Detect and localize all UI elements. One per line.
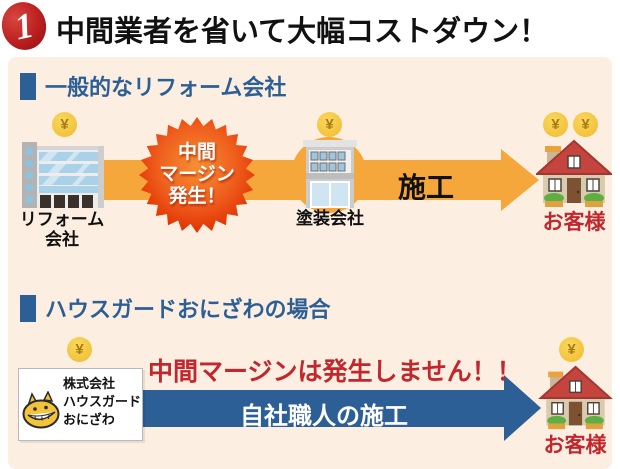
yen-coin-icon: ¥ xyxy=(559,337,584,362)
construction-arrow-label: 施工 xyxy=(398,172,455,203)
yen-symbol: ¥ xyxy=(581,116,590,133)
yen-symbol: ¥ xyxy=(551,116,560,133)
middle-margin-burst: 中間 マージン 発生！ xyxy=(139,117,255,233)
office-building-icon xyxy=(22,136,104,208)
customer-label: お客様 xyxy=(543,434,607,457)
reform-company-label-line2: 会社 xyxy=(45,230,79,249)
yen-symbol: ¥ xyxy=(325,116,334,133)
yen-symbol: ¥ xyxy=(60,116,69,133)
paint-company-building-icon xyxy=(303,140,357,208)
yen-coin-icon: ¥ xyxy=(317,112,342,137)
direct-construction-arrow-band xyxy=(143,390,505,427)
yen-coin-icon: ¥ xyxy=(543,112,568,137)
reform-company-label-line1: リフォーム xyxy=(19,210,105,229)
company-logo-text: 株式会社 ハウスガード おにざわ xyxy=(63,375,141,429)
oni-mascot-icon xyxy=(22,390,62,429)
house-icon xyxy=(538,365,613,431)
section2-heading-label: ハウスガードおにざわの場合 xyxy=(45,297,331,322)
step-number: 1 xyxy=(11,4,37,48)
company-logo-box: 株式会社 ハウスガード おにざわ xyxy=(18,368,143,441)
reform-company-label: リフォーム 会社 xyxy=(10,210,114,250)
yen-coin-icon: ¥ xyxy=(52,112,77,137)
house-icon xyxy=(534,139,614,209)
heading-bullet-icon xyxy=(20,294,36,322)
page-title: 中間業者を省いて大幅コストダウン！ xyxy=(56,16,549,48)
paint-company-label: 塗装会社 xyxy=(296,209,364,228)
burst-line2: マージン xyxy=(159,164,235,185)
heading-bullet-icon xyxy=(20,72,36,100)
yen-symbol: ¥ xyxy=(567,341,576,358)
construction-arrow-head xyxy=(501,149,539,211)
logo-line1: 株式会社 xyxy=(63,376,116,391)
yen-coin-icon: ¥ xyxy=(573,112,598,137)
direct-construction-arrow-label: 自社職人の施工 xyxy=(240,403,408,430)
step-number-badge: 1 xyxy=(0,0,52,55)
burst-line1: 中間 xyxy=(177,142,216,163)
logo-line2: ハウスガード xyxy=(63,394,142,409)
customer-label: お客様 xyxy=(542,211,606,234)
direct-construction-arrow-head xyxy=(504,375,541,441)
yen-coin-icon: ¥ xyxy=(67,337,92,362)
logo-line3: おにざわ xyxy=(63,412,115,427)
section2-heading: ハウスガードおにざわの場合 xyxy=(20,292,331,324)
burst-line3: 発生！ xyxy=(168,186,226,207)
section1-heading: 一般的なリフォーム会社 xyxy=(20,70,286,102)
no-margin-highlight: 中間マージンは発生しません！！ xyxy=(148,358,522,386)
section1-heading-label: 一般的なリフォーム会社 xyxy=(45,75,287,100)
yen-symbol: ¥ xyxy=(75,341,84,358)
